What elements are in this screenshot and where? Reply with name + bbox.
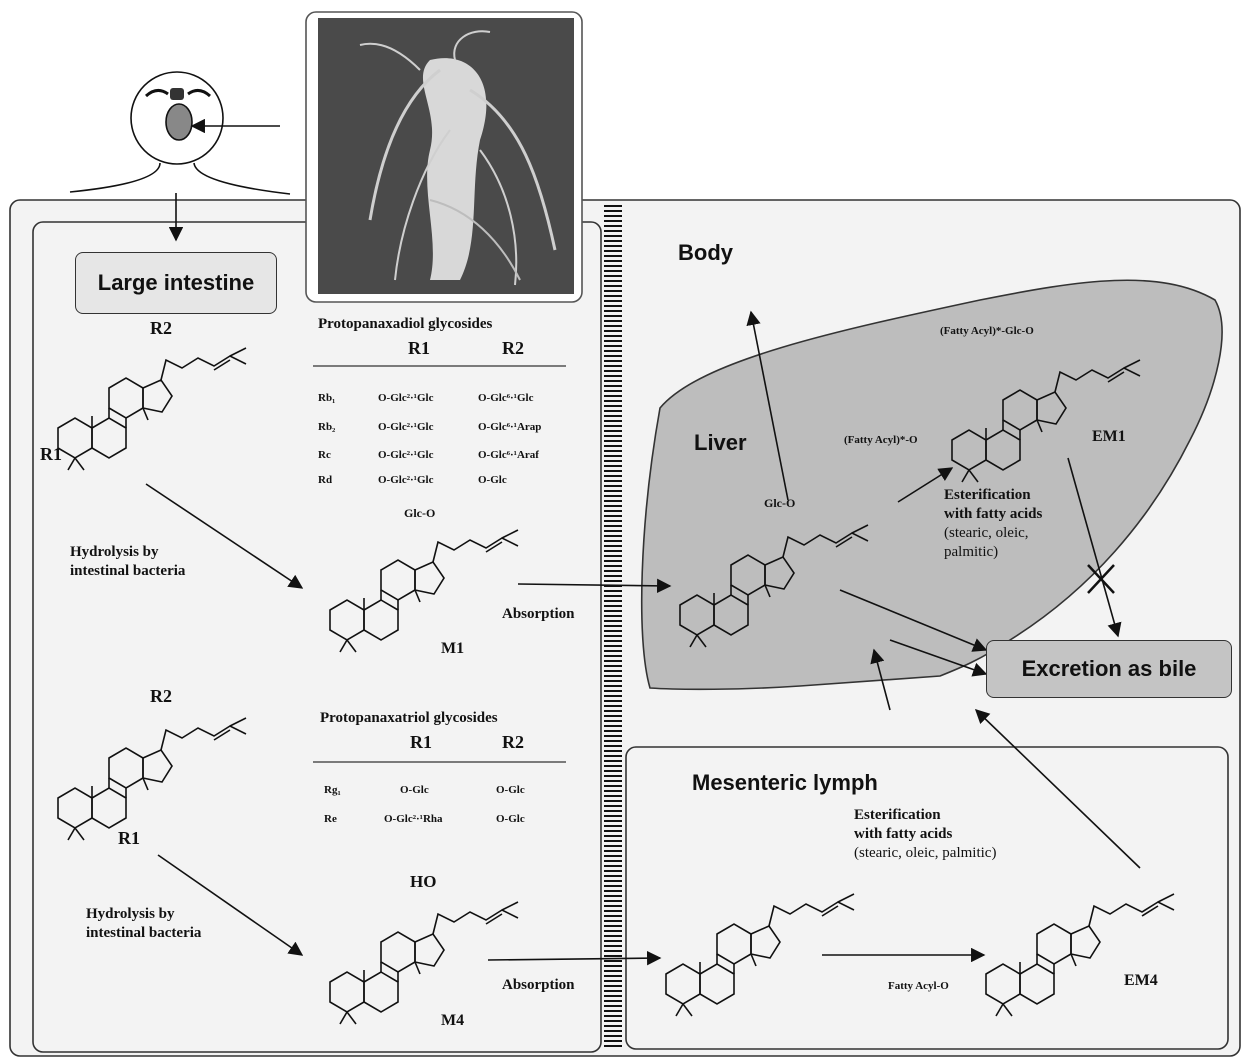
ppt-col-r2: R2 xyxy=(502,732,524,752)
ppd-r1-label: R1 xyxy=(40,444,62,464)
blocked-cross-icon xyxy=(1087,564,1115,594)
ppd-table-title: Protopanaxadiol glycosides xyxy=(318,316,493,332)
m4-ho-label: HO xyxy=(410,872,437,891)
ppd-col-r1: R1 xyxy=(408,338,430,358)
absorption-caption-2: Absorption xyxy=(502,977,575,993)
esterification-liver-caption: Esterification with fatty acids (stearic… xyxy=(944,487,1043,560)
ppt-table-title: Protopanaxatriol glycosides xyxy=(320,710,498,726)
mesenteric-lymph-label: Mesenteric lymph xyxy=(692,770,878,795)
excretion-bile-label: Excretion as bile xyxy=(986,640,1232,698)
large-intestine-label: Large intestine xyxy=(75,252,277,314)
em1-label: EM1 xyxy=(1092,428,1126,445)
em1-acyl-left-label: (Fatty Acyl)*-O xyxy=(844,434,918,446)
liver-organ-shape xyxy=(640,279,1223,691)
m1-label: M1 xyxy=(441,640,465,657)
ppd-col-r2: R2 xyxy=(502,338,524,358)
liver-label: Liver xyxy=(694,430,747,455)
membrane-icon xyxy=(604,205,622,1047)
ppt-col-r1: R1 xyxy=(410,732,432,752)
m1-glc-label: Glc-O xyxy=(404,506,436,520)
ppt-r1-label: R1 xyxy=(118,828,140,848)
esterification-lymph-caption: Esterification with fatty acids (stearic… xyxy=(854,807,997,861)
m4-label: M4 xyxy=(441,1012,465,1029)
ginseng-root-photo xyxy=(305,11,583,303)
em4-acyl-label: Fatty Acyl-O xyxy=(888,980,949,992)
person-icon xyxy=(69,71,291,195)
lymph-panel xyxy=(625,746,1229,1050)
body-label: Body xyxy=(678,240,733,265)
absorption-caption-1: Absorption xyxy=(502,606,575,622)
em1-acyl-top-label: (Fatty Acyl)*-Glc-O xyxy=(940,325,1034,337)
em4-label: EM4 xyxy=(1124,972,1158,989)
ppt-r2-label: R2 xyxy=(150,686,172,706)
liver-glc-label: Glc-O xyxy=(764,496,796,510)
ppd-r2-label: R2 xyxy=(150,318,172,338)
